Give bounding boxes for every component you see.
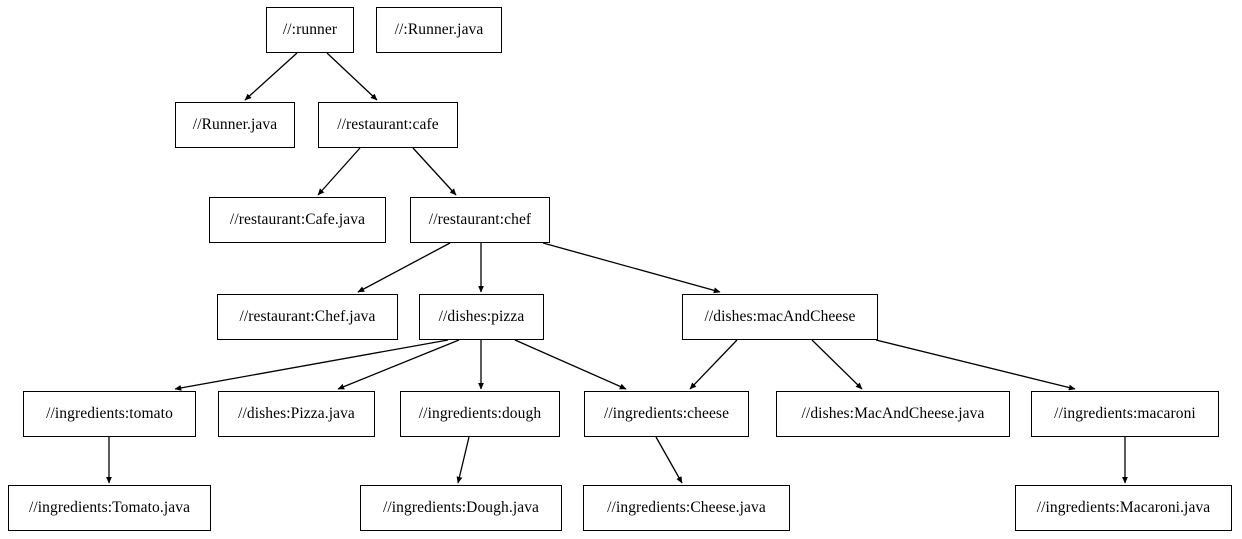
graph-edge-dishes_macandcheese-to-ingredients_cheese (689, 339, 738, 390)
graph-node-label: //dishes:macAndCheese (704, 308, 856, 326)
graph-node-ingredients_cheese[interactable]: //ingredients:cheese (584, 391, 749, 437)
graph-node-label: //ingredients:Cheese.java (607, 499, 766, 517)
graph-edge-dishes_macandcheese-to-dishes_macandcheese_java (811, 339, 863, 390)
graph-edge-restaurant_cafe-to-restaurant_cafe_java (317, 147, 361, 196)
graph-edge-restaurant_cafe-to-restaurant_chef (412, 147, 457, 196)
graph-node-label: //dishes:MacAndCheese.java (801, 405, 985, 423)
graph-node-label: //Runner.java (192, 116, 278, 134)
graph-node-ingredients_tomato[interactable]: //ingredients:tomato (23, 391, 196, 437)
graph-edge-dishes_pizza-to-ingredients_cheese (514, 339, 627, 390)
graph-node-restaurant_cafe_java[interactable]: //restaurant:Cafe.java (209, 197, 386, 243)
graph-edge-dishes_pizza-to-dishes_pizza_java (337, 339, 460, 390)
graph-node-ingredients_cheese_java[interactable]: //ingredients:Cheese.java (583, 485, 790, 531)
graph-node-ingredients_dough[interactable]: //ingredients:dough (400, 391, 560, 437)
graph-node-dishes_pizza_java[interactable]: //dishes:Pizza.java (218, 391, 375, 437)
graph-node-label: //ingredients:cheese (603, 405, 730, 423)
graph-node-restaurant_cafe[interactable]: //restaurant:cafe (318, 102, 458, 148)
graph-node-ingredients_macaroni[interactable]: //ingredients:macaroni (1031, 391, 1219, 437)
graph-node-label: //ingredients:Dough.java (382, 499, 540, 517)
graph-edge-runner-to-restaurant_cafe (326, 52, 378, 101)
graph-node-label: //dishes:pizza (438, 308, 525, 326)
graph-edge-restaurant_chef-to-restaurant_chef_java (357, 242, 451, 293)
graph-node-label: //:Runner.java (394, 21, 484, 39)
graph-node-label: //dishes:Pizza.java (238, 405, 355, 423)
graph-node-ingredients_macaroni_java[interactable]: //ingredients:Macaroni.java (1015, 485, 1232, 531)
graph-node-label: //ingredients:Macaroni.java (1036, 499, 1211, 517)
graph-edge-runner-to-runner_java (244, 52, 298, 101)
graph-node-label: //:runner (282, 21, 338, 39)
graph-edge-ingredients_dough-to-ingredients_dough_java (456, 436, 470, 484)
graph-node-label: //ingredients:Tomato.java (28, 499, 191, 517)
graph-node-label: //restaurant:Chef.java (239, 308, 376, 326)
graph-node-restaurant_chef[interactable]: //restaurant:chef (410, 197, 550, 243)
graph-node-label: //ingredients:macaroni (1054, 405, 1196, 423)
graph-edge-dishes_pizza-to-ingredients_tomato (174, 339, 449, 391)
graph-node-label: //restaurant:chef (428, 211, 532, 229)
graph-node-ingredients_dough_java[interactable]: //ingredients:Dough.java (360, 485, 562, 531)
graph-node-label: //ingredients:tomato (46, 405, 173, 423)
graph-node-dishes_pizza[interactable]: //dishes:pizza (419, 294, 544, 340)
graph-node-runner_java[interactable]: //Runner.java (175, 102, 295, 148)
graph-node-label: //restaurant:cafe (337, 116, 439, 134)
graph-edge-ingredients_cheese-to-ingredients_cheese_java (655, 436, 683, 484)
graph-node-ingredients_tomato_java[interactable]: //ingredients:Tomato.java (8, 485, 211, 531)
graph-node-runner_java_root[interactable]: //:Runner.java (376, 7, 502, 53)
graph-node-label: //ingredients:dough (418, 405, 542, 423)
graph-node-dishes_macandcheese[interactable]: //dishes:macAndCheese (682, 294, 878, 340)
graph-node-runner[interactable]: //:runner (266, 7, 354, 53)
graph-node-dishes_macandcheese_java[interactable]: //dishes:MacAndCheese.java (776, 391, 1010, 437)
graph-node-label: //restaurant:Cafe.java (229, 211, 366, 229)
graph-edge-dishes_macandcheese-to-ingredients_macaroni (875, 339, 1076, 391)
graph-edge-restaurant_chef-to-dishes_macandcheese (542, 242, 721, 294)
graph-node-restaurant_chef_java[interactable]: //restaurant:Chef.java (217, 294, 398, 340)
